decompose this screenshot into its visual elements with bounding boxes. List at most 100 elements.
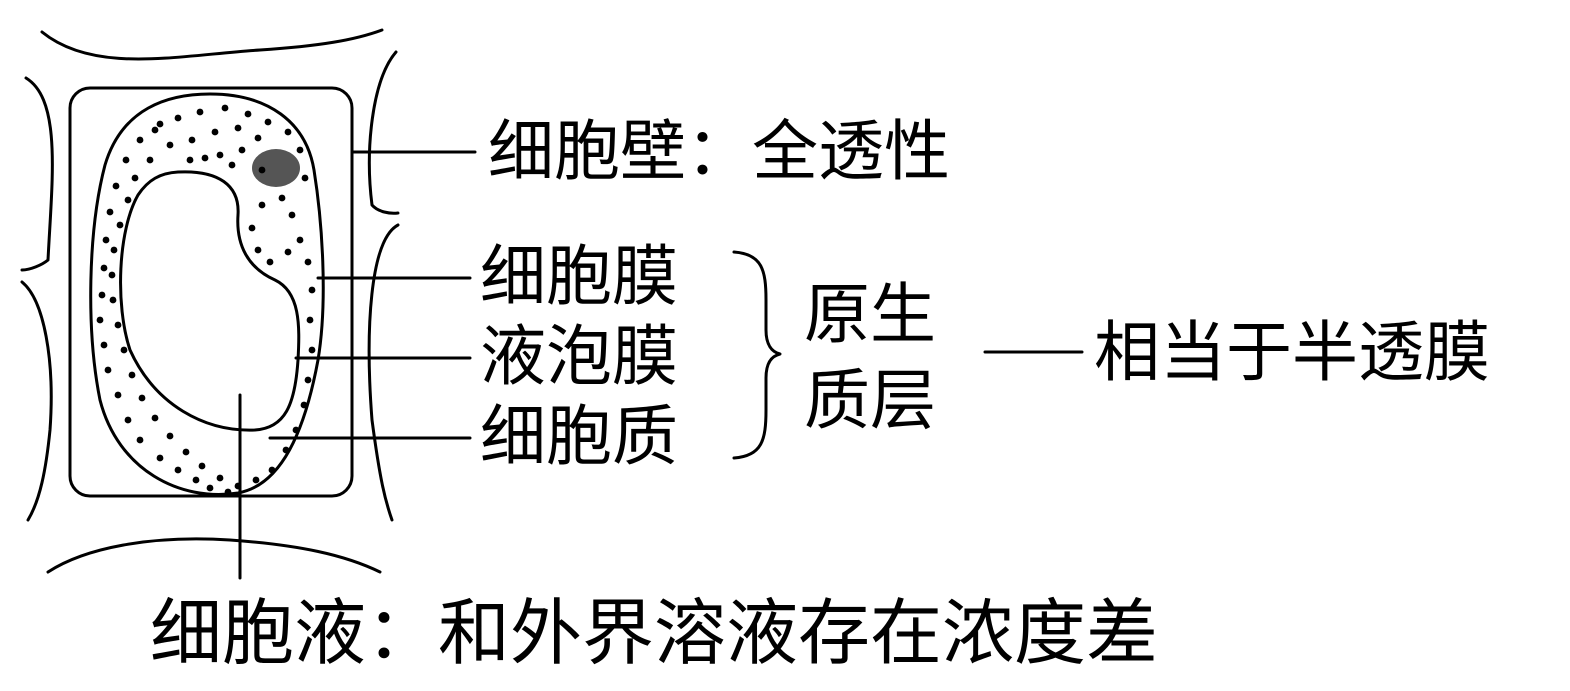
granule-dot — [304, 258, 312, 266]
neighbor-wall-top — [40, 28, 384, 61]
granule-dot — [224, 488, 232, 496]
granule-dot — [106, 208, 114, 216]
granule-dot — [166, 141, 174, 149]
protoplast-label-line2: 质层 — [804, 362, 936, 439]
granule-dot — [96, 316, 104, 324]
granule-dot — [146, 156, 154, 164]
neighbor-wall-right-upper — [367, 50, 400, 215]
granule-dot — [288, 211, 296, 219]
neighbor-wall-bottom — [46, 537, 382, 574]
granule-dot — [109, 296, 117, 304]
neighbor-wall-left-lower — [20, 280, 53, 522]
protoplast-brace — [732, 250, 782, 460]
granule-dot — [192, 476, 200, 484]
cell-membrane-label: 细胞膜 — [480, 238, 678, 315]
granule-dot — [296, 146, 304, 154]
granule-dot — [216, 151, 224, 159]
granule-dot — [244, 110, 252, 118]
granule-dot — [284, 248, 292, 256]
granule-dot — [264, 118, 272, 126]
granule-dot — [221, 104, 229, 112]
vacuole-membrane-label: 液泡膜 — [480, 318, 678, 395]
granule-dot — [282, 446, 290, 454]
granule-dot — [304, 376, 312, 384]
granule-dot — [120, 346, 128, 354]
granule-dot — [151, 126, 159, 134]
granule-dot — [300, 401, 308, 409]
cell-sap-description: 和外界溶液存在浓度差 — [438, 591, 1159, 675]
granule-dot — [254, 246, 262, 254]
granule-dot — [258, 166, 266, 174]
granule-dot — [216, 474, 224, 482]
granule-dot — [211, 128, 219, 136]
granule-dot — [114, 391, 122, 399]
neighbor-wall-left-upper — [20, 76, 54, 272]
granule-dot — [110, 246, 118, 254]
granule-dot — [306, 316, 314, 324]
granule-dot — [268, 466, 276, 474]
semipermeable-label: 相当于半透膜 — [1094, 314, 1490, 391]
granule-dot — [238, 146, 246, 154]
granule-dot — [108, 271, 116, 279]
neighbor-wall-right-lower — [367, 223, 400, 522]
granule-dot — [301, 174, 309, 182]
cell-sap-name: 细胞液 — [150, 591, 367, 675]
granule-dot — [198, 462, 206, 470]
granule-dot — [98, 291, 106, 299]
granule-dot — [136, 436, 144, 444]
granule-dot — [308, 286, 316, 294]
granule-dot — [188, 136, 196, 144]
granule-dot — [252, 476, 260, 484]
granule-dot — [292, 426, 300, 434]
granule-dot — [258, 201, 266, 209]
cytoplasm-label: 细胞质 — [480, 398, 678, 475]
cell-wall-label: 细胞壁：全透性 — [488, 119, 950, 185]
granule-dot — [124, 416, 132, 424]
granule-dot — [196, 108, 204, 116]
cell-wall-name: 细胞壁 — [488, 113, 686, 190]
granule-dot — [201, 154, 209, 162]
granule-dot — [248, 224, 256, 232]
cytoplasm-granules — [96, 104, 316, 496]
granule-dot — [166, 432, 174, 440]
granule-dot — [174, 466, 182, 474]
granule-dot — [102, 236, 110, 244]
granule-dot — [278, 194, 286, 202]
cell-sap-separator: ： — [366, 591, 439, 675]
granule-dot — [228, 161, 236, 169]
granule-dot — [128, 371, 136, 379]
granule-dot — [151, 414, 159, 422]
vacuole-membrane — [119, 170, 301, 432]
granule-dot — [266, 258, 274, 266]
granule-dot — [116, 221, 124, 229]
granule-dot — [234, 124, 242, 132]
cell-membrane — [89, 92, 325, 496]
granule-dot — [114, 321, 122, 329]
cell-sap-label: 细胞液：和外界溶液存在浓度差 — [150, 597, 1158, 669]
granule-dot — [308, 346, 316, 354]
cell-wall-property: 全透性 — [752, 113, 950, 190]
granule-dot — [112, 182, 120, 190]
granule-dot — [131, 174, 139, 182]
granule-dot — [234, 482, 242, 490]
granule-dot — [284, 128, 292, 136]
granule-dot — [156, 120, 164, 128]
granule-dot — [182, 448, 190, 456]
granule-dot — [122, 156, 130, 164]
granule-dot — [254, 134, 262, 142]
cell-wall-separator: ： — [686, 113, 752, 190]
granule-dot — [186, 156, 194, 164]
granule-dot — [206, 484, 214, 492]
granule-dot — [296, 236, 304, 244]
granule-dot — [104, 366, 112, 374]
protoplast-label-line1: 原生 — [804, 276, 936, 353]
cell-wall — [68, 86, 354, 498]
granule-dot — [156, 454, 164, 462]
granule-dot — [138, 394, 146, 402]
granule-dot — [100, 264, 108, 272]
granule-dot — [124, 196, 132, 204]
granule-dot — [136, 136, 144, 144]
granule-dot — [174, 114, 182, 122]
